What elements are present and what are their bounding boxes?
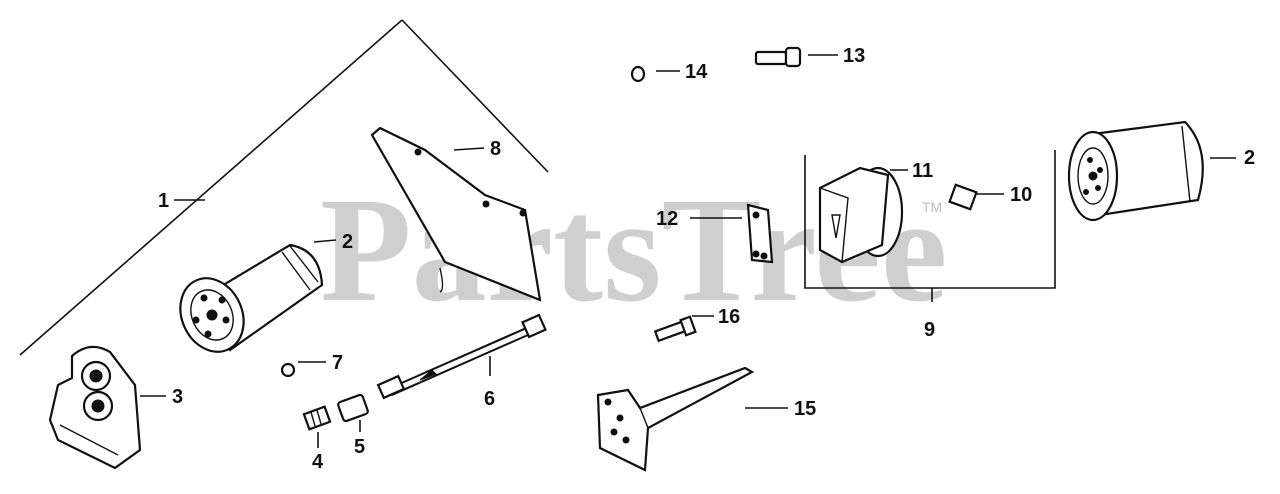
kit-9-bracket bbox=[804, 150, 1056, 302]
callout-10[interactable]: 10 bbox=[1010, 184, 1032, 206]
mounting-bracket-part bbox=[596, 366, 755, 472]
callout-4[interactable]: 4 bbox=[312, 451, 324, 473]
callout-8[interactable]: 8 bbox=[490, 138, 501, 160]
filter-adapter-part bbox=[48, 345, 142, 470]
oil-tube-part bbox=[376, 313, 547, 400]
set-screw-part bbox=[948, 183, 978, 211]
fitting-part-7 bbox=[280, 362, 296, 378]
callout-5[interactable]: 5 bbox=[354, 436, 365, 458]
washer-part bbox=[630, 65, 646, 83]
baffle-plate-part bbox=[370, 126, 542, 302]
callout-2-left[interactable]: 2 bbox=[342, 231, 353, 253]
leader-lines bbox=[140, 54, 1236, 448]
bolt-part-16 bbox=[653, 315, 697, 343]
pipe-nipple-part bbox=[302, 405, 332, 431]
gasket-part bbox=[746, 203, 774, 264]
callout-13[interactable]: 13 bbox=[843, 45, 865, 67]
callout-16[interactable]: 16 bbox=[718, 306, 740, 328]
callout-3[interactable]: 3 bbox=[172, 386, 183, 408]
callout-6[interactable]: 6 bbox=[484, 388, 495, 410]
watermark-trademark: TM bbox=[922, 199, 942, 215]
callout-12[interactable]: 12 bbox=[656, 208, 678, 230]
callout-14[interactable]: 14 bbox=[685, 61, 708, 83]
screw-part-13 bbox=[754, 46, 802, 68]
callout-7[interactable]: 7 bbox=[332, 352, 343, 374]
oil-filter-part-left bbox=[179, 243, 324, 353]
callout-2-right[interactable]: 2 bbox=[1244, 147, 1255, 169]
callout-15[interactable]: 15 bbox=[794, 398, 816, 420]
callout-11[interactable]: 11 bbox=[912, 160, 933, 182]
callout-9[interactable]: 9 bbox=[924, 319, 935, 341]
callout-1[interactable]: 1 bbox=[158, 190, 169, 212]
oil-filter-part-right bbox=[1067, 120, 1204, 222]
coupling-part bbox=[337, 393, 369, 423]
filter-adapter-block-part bbox=[818, 166, 904, 264]
kit-1-bracket bbox=[19, 19, 549, 356]
